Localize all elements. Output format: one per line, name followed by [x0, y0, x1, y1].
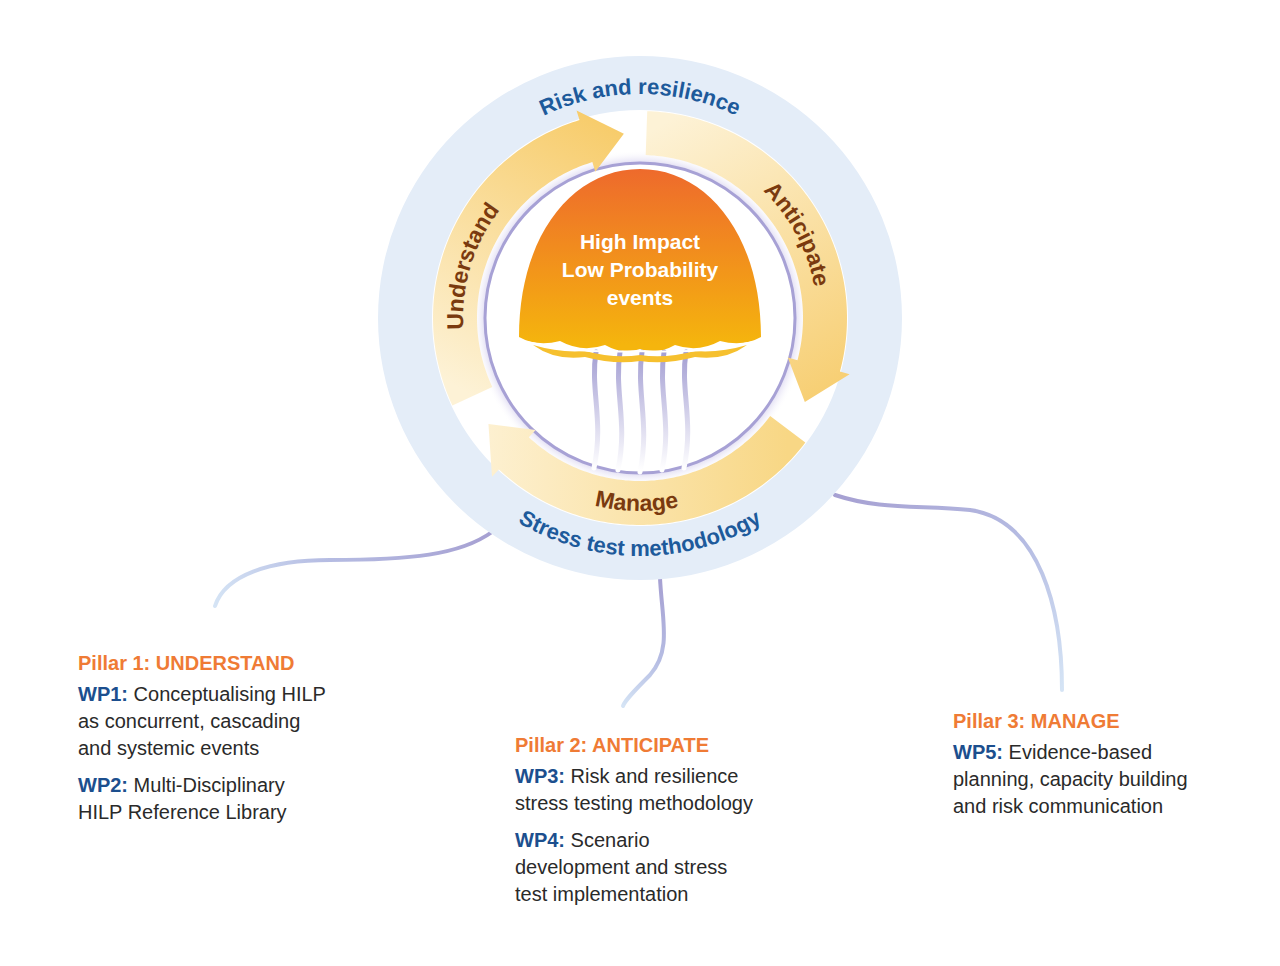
inner-circle: [485, 163, 795, 473]
work-package-item: WP5:Evidence-based planning, capacity bu…: [953, 739, 1208, 820]
stage-label: Anticipate: [759, 176, 835, 288]
pillar-block: Pillar 1: UNDERSTAND WP1:Conceptualising …: [78, 650, 328, 826]
work-package-code: WP4:: [515, 829, 565, 851]
work-package-item: WP4:Scenario development and stress test…: [515, 827, 745, 908]
pillar-heading: Pillar 3: MANAGE: [953, 710, 1120, 732]
work-package-item: WP2:Multi-Disciplinary HILP Reference Li…: [78, 772, 328, 826]
work-package-code: WP2:: [78, 774, 128, 796]
text-guide: [449, 348, 829, 511]
pillar-block: Pillar 2: ANTICIPATE WP3:Risk and resilie…: [515, 732, 795, 908]
work-package-item: WP1:Conceptualising HILP as concurrent, …: [78, 681, 328, 762]
jelly-tentacle: [684, 352, 688, 468]
arrow-shape: Manage: [486, 414, 807, 527]
work-package-code: WP5:: [953, 741, 1003, 763]
jellyfish-bell: [519, 169, 761, 351]
ring-band: Risk and resilienceStress test methodolo…: [378, 56, 902, 580]
stage-label: Understand: [442, 198, 504, 330]
tentacle-leader: [215, 532, 492, 606]
jelly-tentacle: [640, 352, 644, 472]
jelly-tentacle: [618, 352, 622, 470]
jellyfish-rim: [527, 342, 753, 352]
ring-band: [378, 56, 902, 580]
work-package-item: Pillar 1: UNDERSTAND: [78, 650, 328, 677]
work-package-item: Pillar 3: MANAGE: [953, 708, 1233, 735]
jellyfish-bell: High Impact Low Probability events: [515, 165, 765, 365]
ring-label: Risk and resilience: [535, 74, 744, 120]
work-package-code: WP3:: [515, 765, 565, 787]
cycle-arrow: Manage: [486, 414, 807, 527]
cycle-arrow: [488, 416, 805, 525]
jelly-tentacle: [662, 352, 666, 470]
stage-label: Manage: [593, 485, 680, 516]
pillar-heading: Pillar 2: ANTICIPATE: [515, 734, 709, 756]
work-package-code: WP1:: [78, 683, 128, 705]
tentacle-leader: [835, 495, 1062, 690]
tentacle-leader: [623, 578, 664, 706]
work-package-item: Pillar 2: ANTICIPATE: [515, 732, 795, 759]
center-title: High Impact Low Probability events: [559, 228, 721, 312]
jelly-tentacle: [594, 352, 598, 468]
work-package-item: WP3:Risk and resilience stress testing m…: [515, 763, 775, 817]
pillar-heading: Pillar 1: UNDERSTAND: [78, 652, 294, 674]
pillar-block: Pillar 3: MANAGE WP5:Evidence-based plann…: [953, 708, 1233, 820]
